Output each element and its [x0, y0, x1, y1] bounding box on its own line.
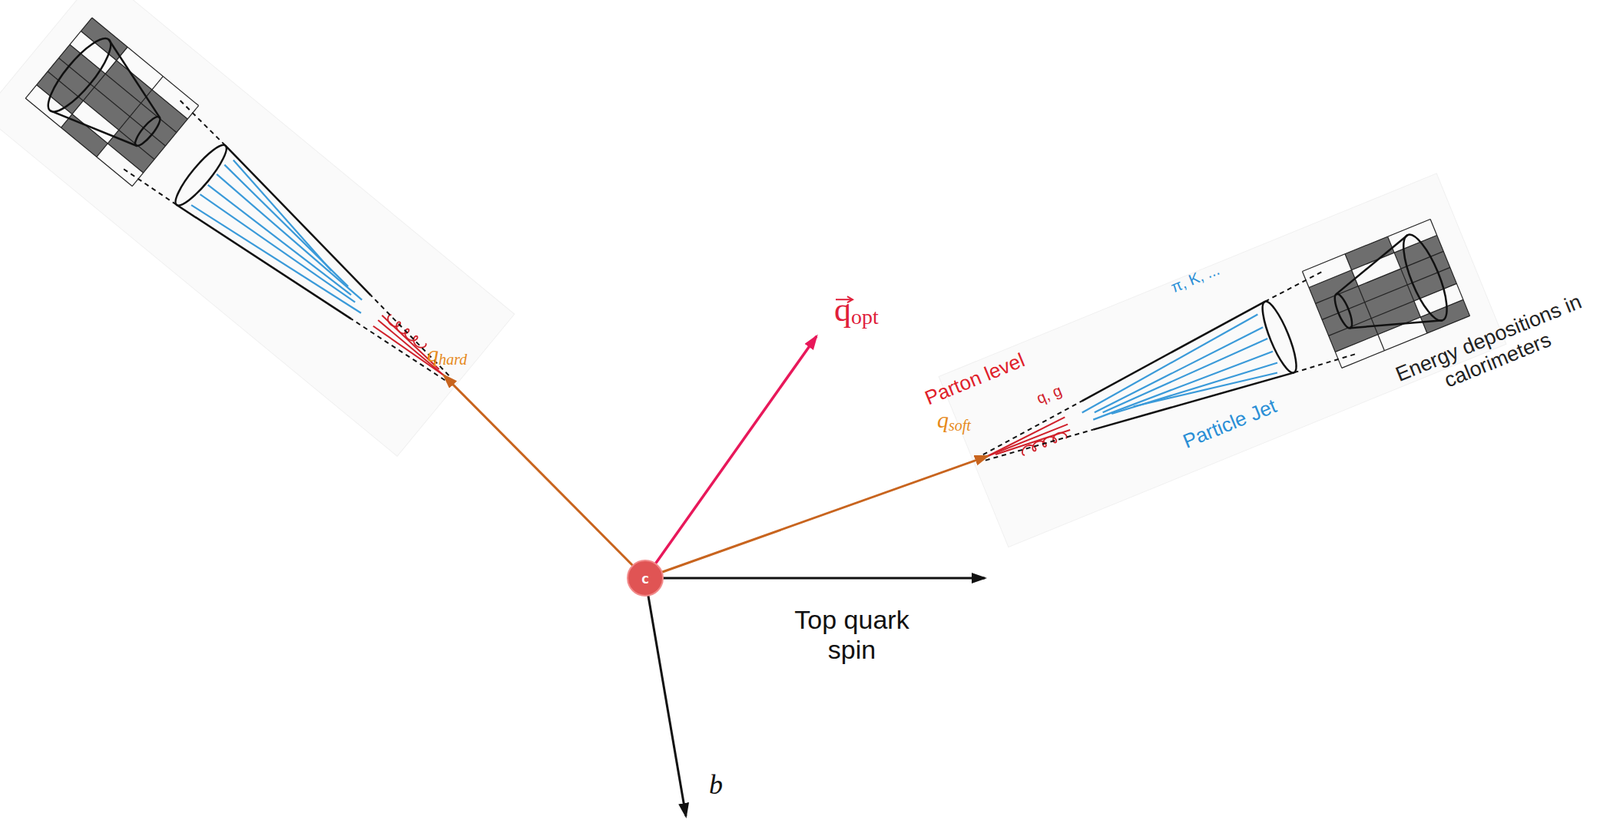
vector-symbol: q	[834, 291, 852, 329]
spin-arrow	[645, 577, 985, 580]
origin-circle: c	[626, 559, 664, 597]
subscript: opt	[851, 305, 879, 330]
q-opt-label: qopt	[834, 290, 879, 330]
q-soft-arrow	[645, 456, 988, 579]
axis-label: Top quark spin	[767, 605, 937, 666]
vector-symbol: q	[427, 341, 439, 367]
vector-symbol: q	[937, 407, 949, 433]
q-hard-label: qhard	[427, 341, 468, 369]
b-arrow	[645, 578, 686, 817]
q-hard-arrow	[443, 375, 646, 579]
axis-label: b	[708, 768, 723, 802]
q-soft-label: qsoft	[937, 407, 971, 435]
hard-jet-illustration	[0, 0, 515, 457]
q-opt-arrow	[645, 336, 817, 579]
subscript: soft	[948, 417, 971, 434]
node-label: c	[641, 570, 650, 587]
subscript: hard	[438, 351, 468, 368]
